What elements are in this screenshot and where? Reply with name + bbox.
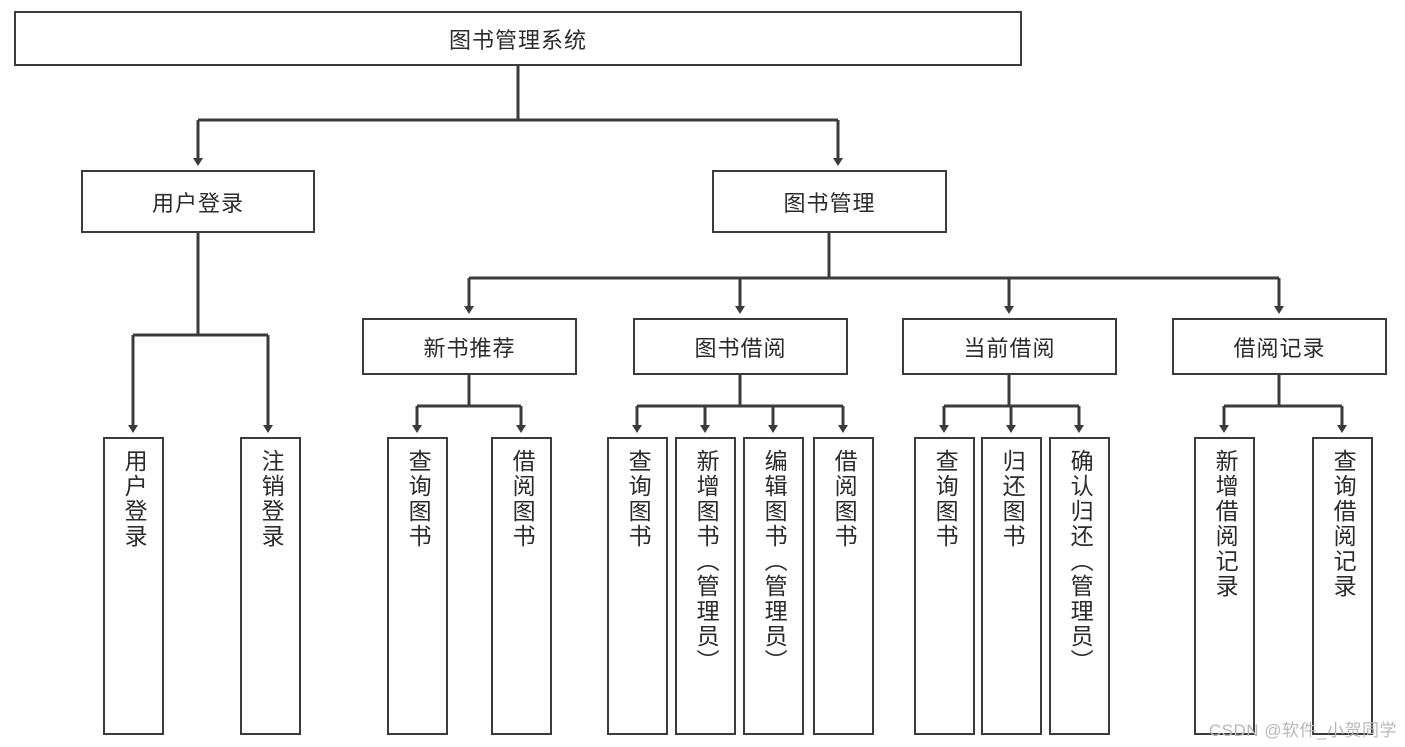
- leaf-book-borrow-edit-book-admin[interactable]: 编辑图书（管理员）: [743, 437, 804, 735]
- node-current-borrow[interactable]: 当前借阅: [902, 318, 1117, 375]
- leaf-new-book-query-book[interactable]: 查询图书: [387, 437, 448, 735]
- node-label: 借阅图书: [831, 449, 858, 549]
- leaf-book-borrow-add-book-admin[interactable]: 新增图书（管理员）: [675, 437, 736, 735]
- node-user-login[interactable]: 用户登录: [81, 170, 315, 233]
- node-label: 查询图书: [932, 449, 959, 549]
- node-label: 新增借阅记录: [1212, 449, 1239, 599]
- node-label: 图书管理系统: [448, 27, 587, 53]
- node-label: 用户登录: [151, 190, 244, 216]
- leaf-user-login-login[interactable]: 用户登录: [103, 437, 164, 735]
- node-label: 借阅记录: [1233, 335, 1326, 361]
- node-label: 查询借阅记录: [1330, 449, 1357, 599]
- node-label: 编辑图书（管理员）: [761, 449, 788, 674]
- node-label: 图书借阅: [694, 335, 787, 361]
- leaf-current-borrow-return-book[interactable]: 归还图书: [981, 437, 1042, 735]
- node-label: 归还图书: [999, 449, 1026, 549]
- node-new-book-recommend[interactable]: 新书推荐: [362, 318, 577, 375]
- leaf-new-book-borrow-book[interactable]: 借阅图书: [491, 437, 552, 735]
- node-label: 确认归还（管理员）: [1067, 449, 1094, 674]
- node-label: 借阅图书: [509, 449, 536, 549]
- node-label: 用户登录: [121, 449, 148, 549]
- node-label: 新书推荐: [423, 335, 516, 361]
- node-borrow-record[interactable]: 借阅记录: [1172, 318, 1387, 375]
- watermark-text: CSDN @软件_小贺同学: [1208, 721, 1397, 740]
- leaf-current-borrow-query-book[interactable]: 查询图书: [914, 437, 975, 735]
- node-label: 当前借阅: [963, 335, 1056, 361]
- leaf-borrow-record-query-record[interactable]: 查询借阅记录: [1312, 437, 1373, 735]
- node-root-book-management-system[interactable]: 图书管理系统: [14, 11, 1022, 66]
- node-book-management[interactable]: 图书管理: [712, 170, 947, 233]
- leaf-current-borrow-confirm-return-admin[interactable]: 确认归还（管理员）: [1049, 437, 1110, 735]
- leaf-user-login-logout[interactable]: 注销登录: [240, 437, 301, 735]
- leaf-book-borrow-borrow-book[interactable]: 借阅图书: [813, 437, 874, 735]
- leaf-borrow-record-add-record[interactable]: 新增借阅记录: [1194, 437, 1255, 735]
- node-book-borrow[interactable]: 图书借阅: [633, 318, 848, 375]
- node-label: 注销登录: [258, 449, 285, 549]
- node-label: 图书管理: [783, 190, 876, 216]
- node-label: 查询图书: [405, 449, 432, 549]
- leaf-book-borrow-query-book[interactable]: 查询图书: [607, 437, 668, 735]
- node-label: 查询图书: [625, 449, 652, 549]
- node-label: 新增图书（管理员）: [693, 449, 720, 674]
